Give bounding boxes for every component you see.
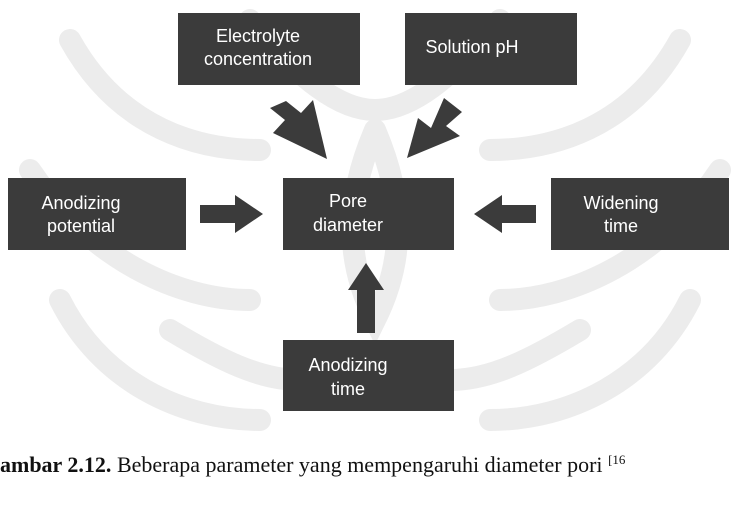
widening-label-line2: time [603, 216, 638, 236]
potential-label-line1: Anodizing [41, 193, 121, 213]
factor-widening-time: Widening time [551, 178, 729, 250]
ph-label: Solution pH [425, 37, 519, 57]
caption-reference: [16 [608, 452, 626, 467]
connector-arrows [200, 98, 536, 333]
pore-label-line1: Pore [328, 191, 368, 211]
arrow-from-potential [200, 195, 263, 233]
widening-label-line1: Widening [583, 193, 659, 213]
electrolyte-label-line2: concentration [203, 49, 313, 69]
arrow-from-electrolyte [270, 100, 327, 159]
caption-label: ambar 2.12. [0, 452, 112, 477]
factor-anodizing-time: Anodizing time [283, 340, 454, 411]
anodizing-time-label-line2: time [330, 379, 365, 399]
caption-text: Beberapa parameter yang mempengaruhi dia… [111, 452, 609, 477]
potential-label-line2: potential [46, 216, 116, 236]
pore-diameter-center: Pore diameter [283, 178, 454, 250]
figure-caption: ambar 2.12. Beberapa parameter yang memp… [0, 452, 749, 492]
factor-electrolyte-concentration: Electrolyte concentration [178, 13, 360, 85]
pore-label-line2: diameter [312, 215, 384, 235]
arrow-from-anodizing-time [348, 263, 384, 333]
electrolyte-label-line1: Electrolyte [215, 26, 301, 46]
arrow-from-ph [407, 98, 462, 158]
factor-solution-ph: Solution pH [405, 13, 577, 85]
factor-anodizing-potential: Anodizing potential [8, 178, 186, 250]
anodizing-time-label-line1: Anodizing [308, 355, 388, 375]
arrow-from-widening [474, 195, 536, 233]
